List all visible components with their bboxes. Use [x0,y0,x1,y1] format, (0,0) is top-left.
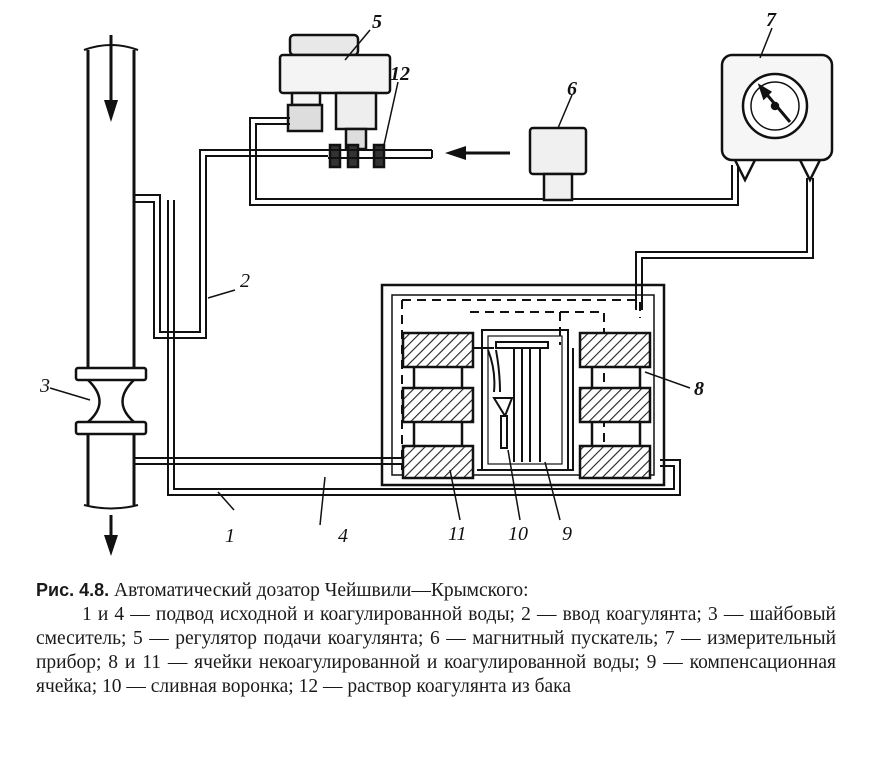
compensation-cell [477,329,574,471]
control-line [249,117,739,206]
label-9: 9 [562,523,572,545]
label-2: 2 [240,270,250,292]
label-5: 5 [372,11,382,33]
label-12: 12 [390,63,410,85]
figure-caption: Рис. 4.8. Автоматический дозатор Чейшвил… [36,578,836,699]
arrow-down-icon [104,515,118,556]
arrow-left-icon [445,146,510,160]
regulator [278,33,392,169]
instrument-cable [635,178,814,310]
caption-title: Автоматический дозатор Чейшвили—Крымског… [113,580,529,601]
coagulated-cell [401,331,475,480]
label-7: 7 [766,9,777,31]
caption-body: 1 и 4 — подвод исходной и коагулированно… [36,604,836,697]
magnetic-starter [528,126,588,202]
pipe-coagulated-water [167,200,681,496]
label-1: 1 [225,525,235,547]
drain-funnel [472,347,514,449]
label-4: 4 [338,525,348,547]
dosing-diagram: 1 2 3 4 5 6 7 8 9 10 11 12 [39,9,834,556]
label-10: 10 [508,523,528,545]
leader-lines [49,27,773,526]
label-8: 8 [694,378,704,400]
pipe-coagulant-input [134,149,328,339]
label-3: 3 [39,375,50,397]
washer-mixer [74,366,148,436]
dashed-lines [401,299,641,470]
caption-title-line: Рис. 4.8. Автоматический дозатор Чейшвил… [36,578,836,603]
cell-housing [380,283,666,487]
label-11: 11 [448,523,467,545]
coagulant-line [328,149,433,159]
label-6: 6 [567,78,577,100]
arrow-down-icon [104,35,118,122]
measuring-instrument [720,53,834,183]
figure-number: Рис. 4.8. [36,580,110,600]
noncoagulated-cell [578,331,652,480]
pipe-raw-water [134,457,402,465]
